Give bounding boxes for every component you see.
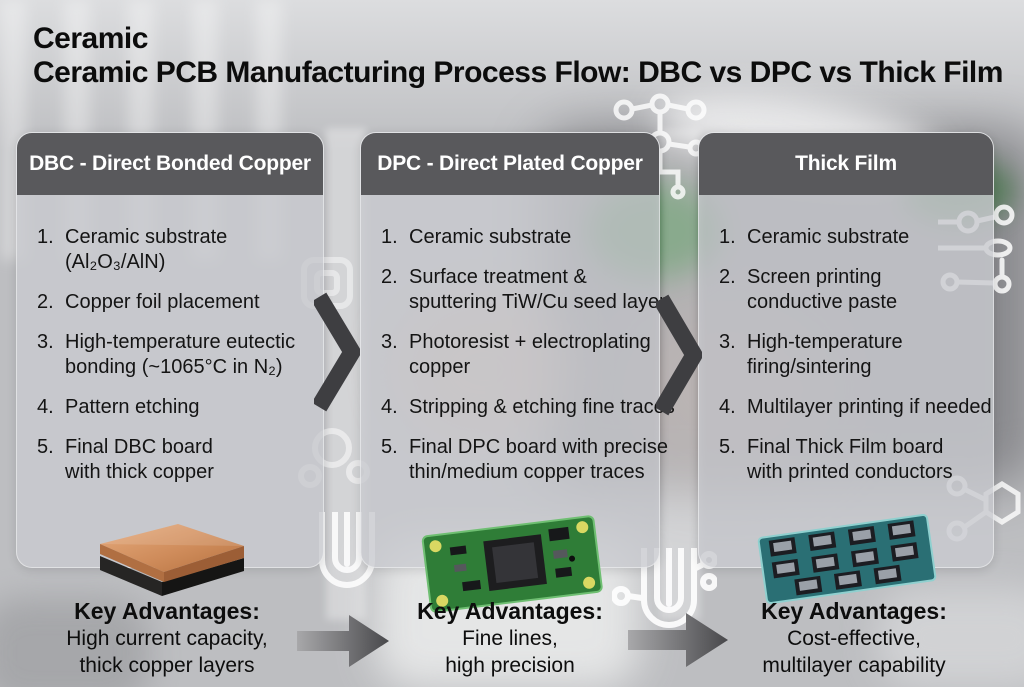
thick-film-panel-header: Thick Film bbox=[699, 133, 993, 195]
list-item: 2.Surface treatment & sputtering TiW/Cu … bbox=[381, 266, 666, 313]
list-item: 3.High-temperature eutectic bonding (~10… bbox=[37, 331, 296, 378]
thick-film-panel: Thick Film 1.Ceramic substrate 2.Screen … bbox=[698, 132, 994, 568]
list-item: 1.Ceramic substrate bbox=[381, 226, 572, 248]
advantages-title: Key Advantages: bbox=[74, 598, 260, 624]
list-item: 4.Multilayer printing if needed bbox=[719, 396, 992, 418]
advantages-text: Fine lines, high precision bbox=[445, 627, 575, 677]
list-item: 4.Stripping & etching fine traces bbox=[381, 396, 675, 418]
list-item: 2.Screen printing conductive paste bbox=[719, 266, 898, 313]
flow-chevron-icon bbox=[314, 292, 360, 412]
thick-film-multichip-board-photo bbox=[757, 514, 937, 604]
advantages-text: Cost-effective, multilayer capability bbox=[762, 627, 946, 677]
list-item: 5.Final DPC board with precise thin/medi… bbox=[381, 436, 668, 483]
flow-chevron-icon bbox=[656, 294, 702, 416]
flow-arrow-icon bbox=[297, 615, 389, 667]
title-line-2: Ceramic PCB Manufacturing Process Flow: … bbox=[33, 56, 1003, 89]
dpc-steps-list: 1.Ceramic substrate 2.Surface treatment … bbox=[361, 195, 675, 485]
dpc-advantages: Key Advantages: Fine lines, high precisi… bbox=[388, 597, 632, 679]
advantages-text: High current capacity, thick copper laye… bbox=[66, 627, 268, 677]
thick-film-steps-list: 1.Ceramic substrate 2.Screen printing co… bbox=[699, 195, 993, 485]
advantages-title: Key Advantages: bbox=[417, 598, 603, 624]
thick-film-advantages: Key Advantages: Cost-effective, multilay… bbox=[726, 597, 982, 679]
green-pcb-module-photo bbox=[421, 515, 603, 613]
advantages-title: Key Advantages: bbox=[761, 598, 947, 624]
page-title: Ceramic Ceramic PCB Manufacturing Proces… bbox=[33, 22, 1003, 90]
dbc-panel-header: DBC - Direct Bonded Copper bbox=[17, 133, 323, 195]
dbc-steps-list: 1.Ceramic substrate (Al₂O₃/AlN) 2.Copper… bbox=[17, 195, 323, 485]
dbc-panel: DBC - Direct Bonded Copper 1.Ceramic sub… bbox=[16, 132, 324, 568]
list-item: 1.Ceramic substrate (Al₂O₃/AlN) bbox=[37, 226, 228, 273]
dpc-panel-header: DPC - Direct Plated Copper bbox=[361, 133, 659, 195]
list-item: 5.Final Thick Film board with printed co… bbox=[719, 436, 953, 483]
list-item: 1.Ceramic substrate bbox=[719, 226, 910, 248]
list-item: 4.Pattern etching bbox=[37, 396, 200, 418]
dbc-advantages: Key Advantages: High current capacity, t… bbox=[36, 597, 298, 679]
flow-arrow-icon bbox=[628, 613, 728, 667]
list-item: 5.Final DBC board with thick copper bbox=[37, 436, 214, 483]
dpc-panel: DPC - Direct Plated Copper 1.Ceramic sub… bbox=[360, 132, 675, 568]
list-item: 2.Copper foil placement bbox=[37, 291, 260, 313]
list-item: 3.Photoresist + electroplating copper bbox=[381, 331, 651, 378]
list-item: 3.High-temperature firing/sintering bbox=[719, 331, 903, 378]
copper-clad-ceramic-block-photo bbox=[100, 524, 244, 596]
title-line-1: Ceramic bbox=[33, 22, 148, 55]
